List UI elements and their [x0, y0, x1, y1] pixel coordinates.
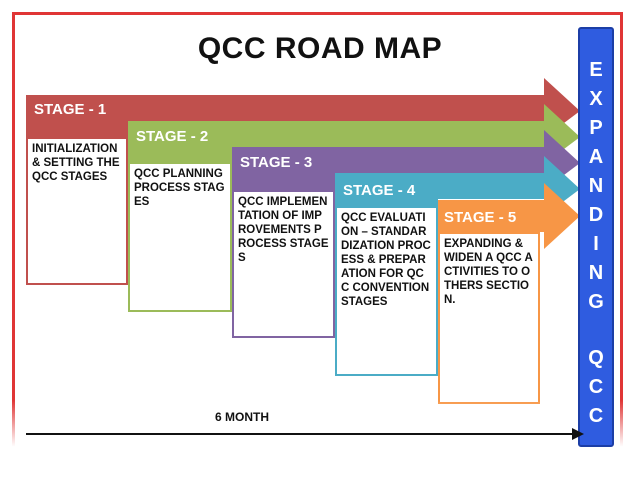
banner-letter: A: [588, 146, 604, 168]
banner-letter: Q: [588, 347, 604, 369]
stage-3-label: STAGE - 3: [240, 154, 313, 171]
stage-2-label: STAGE - 2: [136, 128, 209, 145]
banner-letter: N: [588, 175, 604, 197]
banner-letter: D: [588, 204, 604, 226]
stage-1-arrow: [26, 78, 580, 138]
page-title: QCC ROAD MAP: [197, 32, 443, 65]
slide-frame: [12, 12, 623, 474]
stage-2-description: QCC PLANNING PROCESS STAGES: [128, 162, 232, 312]
stage-1-description: INITIALIZATION & SETTING THE QCC STAGES: [26, 137, 128, 285]
stage-2-arrow: [128, 104, 580, 164]
timeline-arrow: [26, 428, 584, 440]
expanding-qcc-banner: E X P A N D I N G Q C C: [578, 27, 614, 447]
stage-5-description: EXPANDING & WIDEN A QCC ACTIVITIES TO OT…: [438, 232, 540, 404]
banner-letter: I: [593, 233, 599, 255]
stage-3-description: QCC IMPLEMENTATION OF IMPROVEMENTS PROCE…: [232, 190, 335, 338]
stage-4-label: STAGE - 4: [343, 182, 416, 199]
stage-4-description: QCC EVALUATION – STANDARDIZATION PROCESS…: [335, 206, 438, 376]
banner-letter: C: [588, 376, 604, 398]
banner-letter: C: [588, 405, 604, 427]
stage-4-arrow: [335, 156, 580, 216]
timeline-label: 6 MONTH: [215, 410, 269, 424]
banner-letter: X: [589, 88, 603, 110]
stage-5-label: STAGE - 5: [444, 209, 517, 226]
bottom-fade: [0, 400, 638, 478]
banner-letter: P: [589, 117, 603, 139]
banner-letter: N: [588, 262, 604, 284]
stage-5-arrow: [438, 183, 580, 249]
banner-letter: E: [589, 59, 603, 81]
stage-3-arrow: [232, 130, 580, 190]
banner-letter: G: [588, 291, 604, 313]
stage-1-label: STAGE - 1: [34, 101, 107, 118]
